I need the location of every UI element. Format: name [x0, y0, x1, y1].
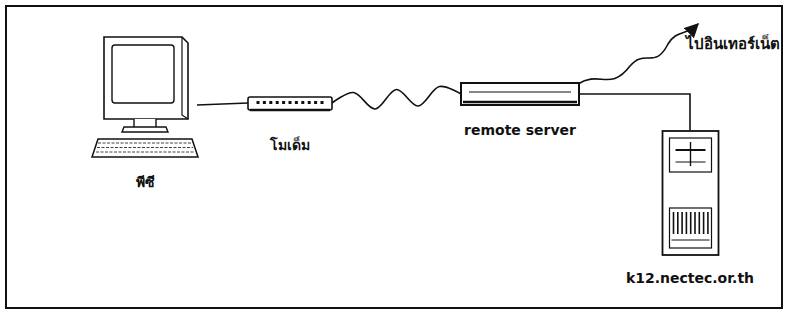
- modem-node: โมเด็ม: [244, 93, 336, 154]
- internet-link: [578, 24, 698, 84]
- pc-drawing: [92, 37, 198, 157]
- modem-icon: [244, 93, 336, 113]
- server-node: remote server: [459, 80, 581, 139]
- destination-label: ไปอินเทอร์เน็ต: [686, 32, 780, 56]
- connector-line: [197, 103, 248, 105]
- tower-drawing: [662, 131, 718, 255]
- pc-node: พีซี: [89, 35, 201, 191]
- pc-icon: [89, 35, 201, 160]
- connector-line: [332, 86, 461, 109]
- node-label: remote server: [459, 122, 581, 139]
- connector-line: [579, 94, 690, 130]
- server-icon: [459, 80, 581, 108]
- tower-icon: [622, 130, 759, 258]
- modem-drawing: [248, 97, 332, 110]
- node-label: k12.nectec.or.th: [622, 270, 759, 287]
- frame-border: [6, 6, 782, 308]
- node-label: โมเด็ม: [244, 137, 336, 154]
- tower-node: k12.nectec.or.th: [622, 130, 759, 287]
- server-drawing: [461, 83, 579, 105]
- node-label: พีซี: [89, 174, 201, 191]
